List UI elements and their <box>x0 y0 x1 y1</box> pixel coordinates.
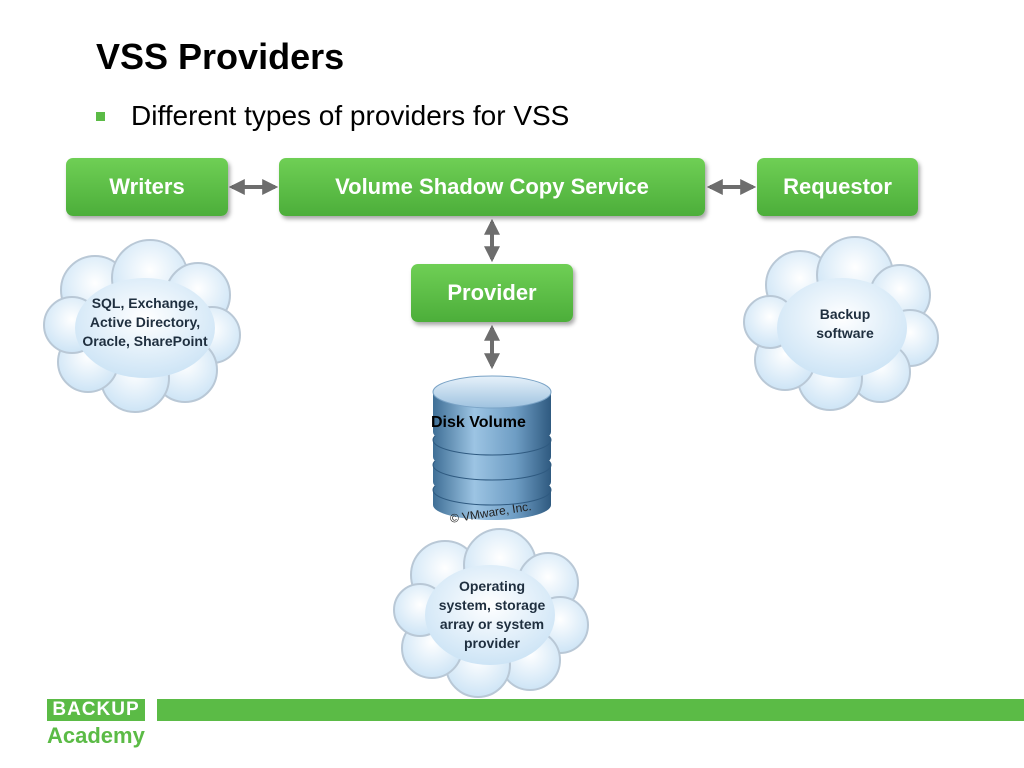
backup-academy-logo: BACKUP <box>47 699 145 721</box>
cloud-requestor-line: software <box>816 325 874 341</box>
cloud-provider <box>393 528 589 698</box>
vss-box: Volume Shadow Copy Service <box>279 158 705 216</box>
bullet-square-icon <box>96 111 105 121</box>
cloud-writers-text: SQL, Exchange, Active Directory, Oracle,… <box>70 294 220 351</box>
cloud-provider-line: Operating <box>458 578 526 594</box>
cloud-writers <box>43 239 241 413</box>
requestor-box: Requestor <box>757 158 918 216</box>
disk-volume-icon <box>432 375 552 520</box>
cloud-provider-line: array or system <box>439 616 545 632</box>
provider-box: Provider <box>411 264 573 322</box>
bullet-item: Different types of providers for VSS <box>96 100 569 132</box>
writers-box: Writers <box>66 158 228 216</box>
cloud-requestor-text: Backup software <box>780 305 910 343</box>
slide-title: VSS Providers <box>96 36 345 77</box>
footer-bar <box>157 699 1024 721</box>
cloud-provider-line: system, storage <box>438 597 546 613</box>
cloud-writers-line: SQL, Exchange, <box>91 295 199 311</box>
bullet-text: Different types of providers for VSS <box>131 100 570 131</box>
cloud-writers-line: Oracle, SharePoint <box>82 333 208 349</box>
cloud-provider-line: provider <box>463 635 520 651</box>
disk-volume-label: Disk Volume <box>431 414 526 431</box>
cloud-requestor-line: Backup <box>819 306 871 322</box>
cloud-requestor <box>743 236 939 411</box>
academy-logo-text: Academy <box>47 723 145 748</box>
cloud-writers-line: Active Directory, <box>89 314 201 330</box>
cloud-provider-text: Operating system, storage array or syste… <box>422 577 562 653</box>
